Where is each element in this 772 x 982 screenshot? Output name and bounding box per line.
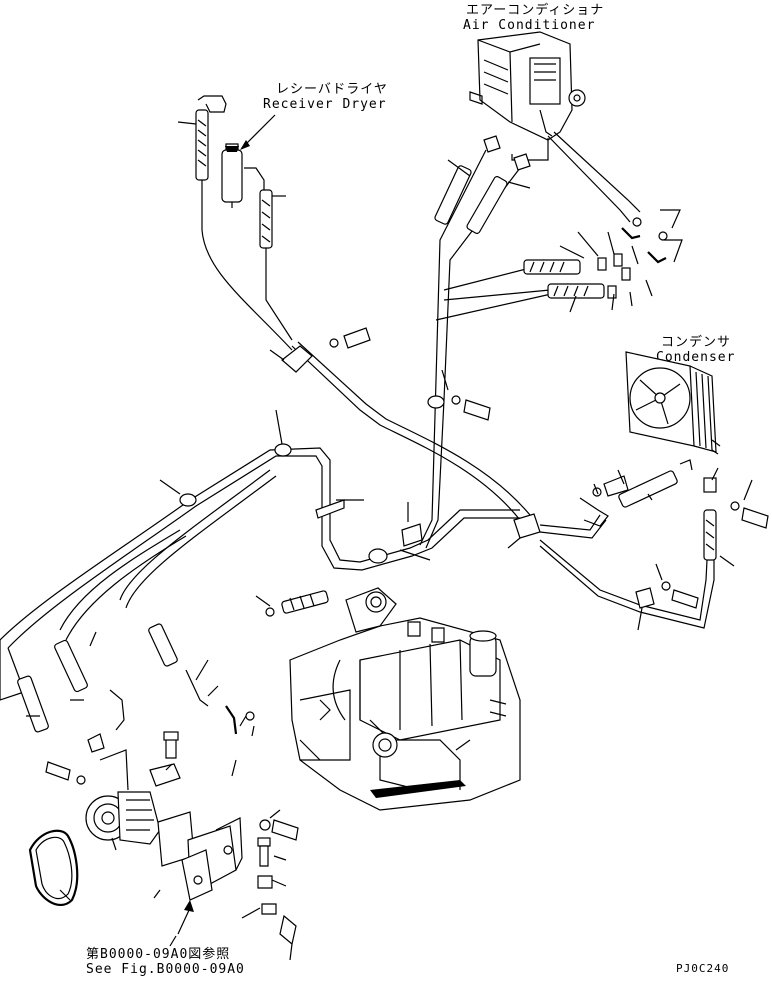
compressor: [85, 749, 181, 845]
see-fig-label-jp: 第B0000-09A0図参照: [86, 946, 230, 962]
drawing-code: PJ0C240: [676, 962, 729, 975]
clamps: [87, 345, 655, 753]
engine: [289, 587, 521, 811]
receiver-dryer-label-jp: レシーバドライヤ: [276, 82, 388, 97]
receiver-dryer: [221, 114, 276, 208]
receiver-dryer-hoses: [195, 95, 293, 351]
compressor-bracket: [157, 811, 243, 935]
engine-hoses: [17, 590, 329, 735]
see-fig-label-en: See Fig.B0000-09A0: [86, 962, 245, 977]
leader-lines: [26, 121, 753, 961]
condenser: [625, 351, 721, 455]
bolts-washers: [45, 327, 769, 946]
condenser-hoses: [579, 459, 717, 561]
receiver-dryer-label-en: Receiver Dryer: [263, 97, 387, 112]
hoses-upper-right: [434, 135, 668, 299]
condenser-label-en: Condenser: [656, 350, 735, 365]
air-conditioner-label-jp: エアーコンディショナ: [466, 2, 604, 18]
condenser-label-jp: コンデンサ: [661, 334, 731, 350]
air-conditioner-unit: [469, 31, 641, 223]
drive-belt: [28, 829, 79, 906]
refrigerant-lines: [0, 149, 715, 701]
air-conditioner-label-en: Air Conditioner: [463, 18, 595, 33]
